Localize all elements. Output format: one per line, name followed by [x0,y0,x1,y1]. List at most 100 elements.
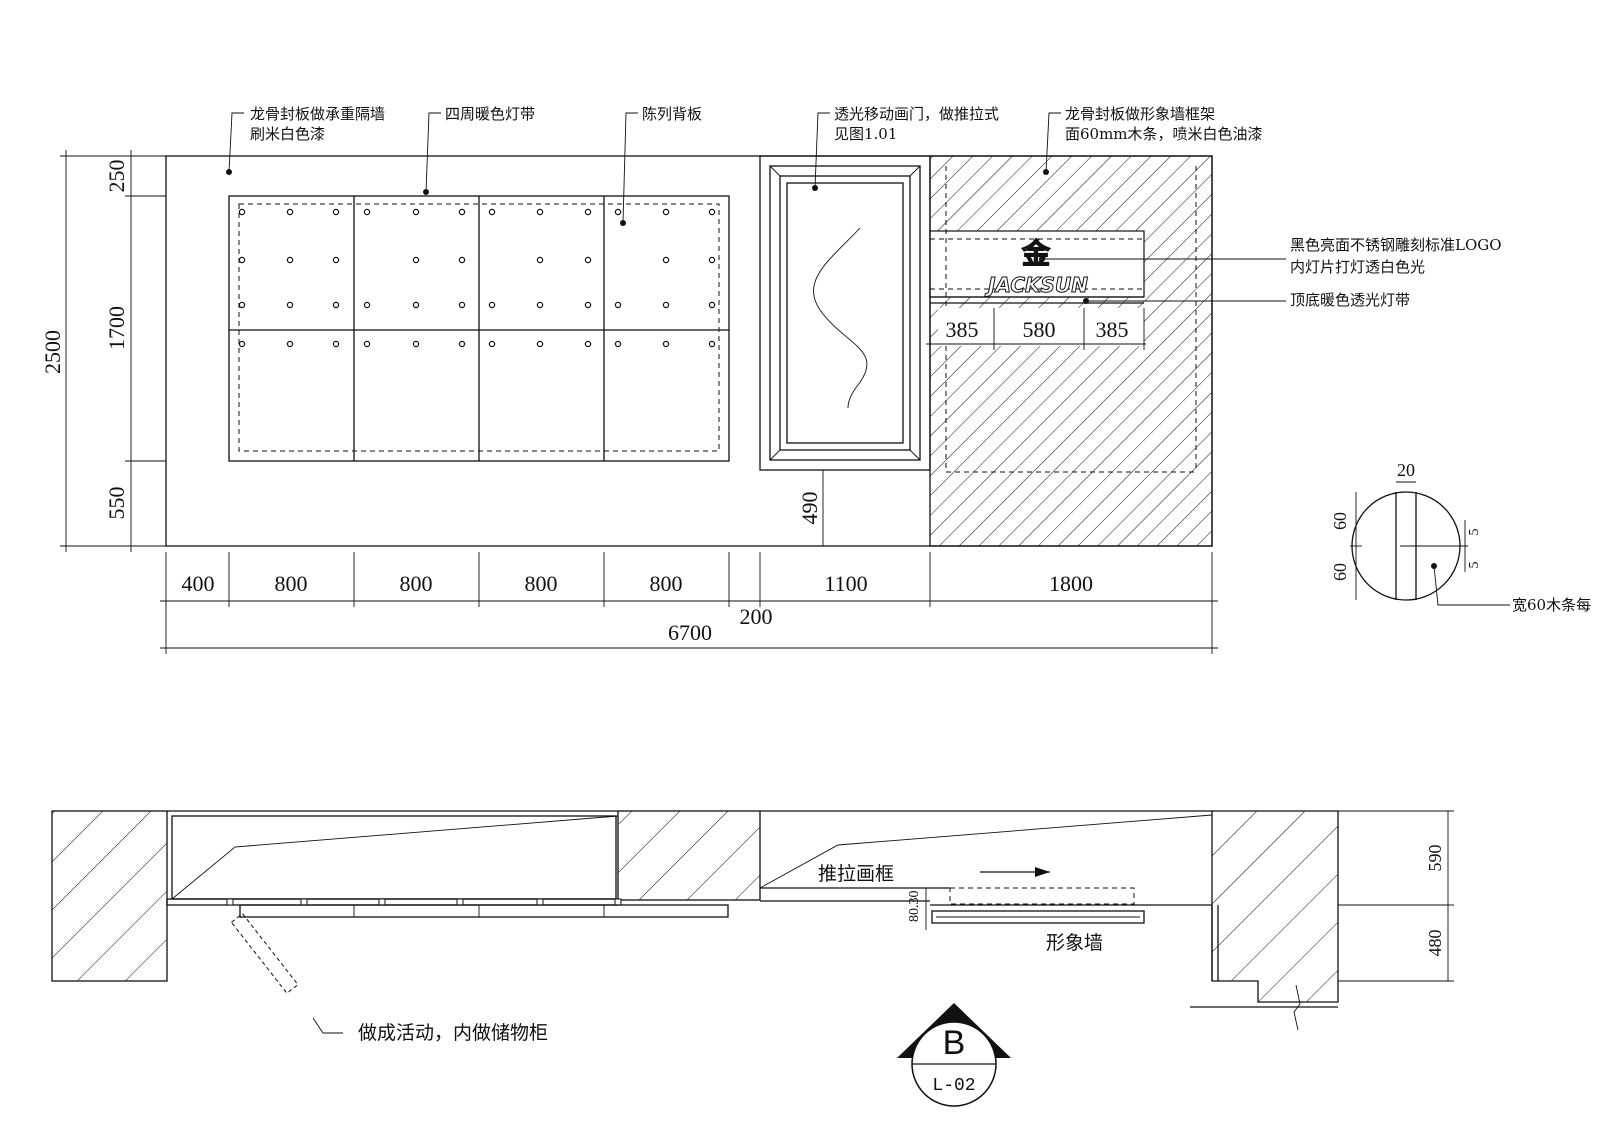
sliding-frame-label: 推拉画框 [818,863,894,885]
logo-text: JACKSUN [984,273,1088,297]
plan-stud [536,898,544,906]
panel-stud [286,301,294,309]
panel-stud [536,301,544,309]
plan-wall-middle [617,810,761,901]
image-wall-note-2: 面60mm木条，喷米白色油漆 [1065,125,1263,143]
panel-stud [458,340,466,348]
plan-studs [226,898,622,906]
panel-stud [614,208,622,216]
sliding-door-note-1: 透光移动画门，做推拉式 [834,105,999,123]
dim-h-7: 1800 [1049,571,1093,596]
panel-stud [662,340,670,348]
partition-wall-note-1: 龙骨封板做承重隔墙 [250,105,385,123]
partition-wall-note-2: 刷米白色漆 [250,125,325,143]
plan-cabinet [171,815,617,900]
panel-stud [332,208,340,216]
dim-h-6: 1100 [824,571,867,596]
logo-dim-right: 385 [1096,317,1129,342]
panel-stud [536,208,544,216]
dim-h-1: 800 [275,571,308,596]
detail-dim-lower: 60 [1330,563,1350,581]
detail-dim-width: 20 [1397,460,1415,480]
dim-middle: 1700 [104,306,129,350]
elevation-view: 金 JACKSUN [40,105,1502,654]
dim-h-4: 800 [650,571,683,596]
detail-note: 宽60木条每 [1512,596,1591,614]
logo-dim-left: 385 [946,317,979,342]
panel-stud [708,256,716,264]
panel-stud [708,301,716,309]
plan-dim-lower: 480 [1425,930,1445,957]
image-wall-plan [931,910,1145,924]
plan-dim-offset: 80.30 [907,891,922,923]
dim-bottom: 550 [104,487,129,520]
logo-dim-middle: 580 [1023,317,1056,342]
sliding-door [779,175,911,451]
jacksun-logo: 金 JACKSUN [984,236,1089,297]
panel-stud [332,256,340,264]
plan-view: 做成活动，内做储物柜 推拉画框 形象墙 80.30 590 480 [51,810,1454,1044]
panel-stud [614,301,622,309]
svg-text:金: 金 [1021,237,1051,270]
panel-stud [412,208,420,216]
section-marker: B L-02 [897,1003,1011,1107]
plan-stud [614,898,622,906]
image-wall-label: 形象墙 [1046,932,1103,954]
panel-stud [458,208,466,216]
panel-stud [708,340,716,348]
panel-stud [584,208,592,216]
panel-stud [286,208,294,216]
panel-stud [286,340,294,348]
panel-stud [332,340,340,348]
panel-stud [662,256,670,264]
panel-stud [488,340,496,348]
panel-stud [363,340,371,348]
panel-stud [662,301,670,309]
panel-stud [536,340,544,348]
plan-stud [300,898,308,906]
panel-stud [363,208,371,216]
sliding-door-note-2: 见图1.01 [834,125,897,143]
dim-h-2: 800 [400,571,433,596]
plan-wall-right [1211,810,1339,1003]
panel-stud [488,208,496,216]
display-backboard-note: 陈列背板 [642,105,702,123]
panel-stud [458,256,466,264]
panel-stud [488,301,496,309]
door-opening [759,155,931,471]
logo-note-2: 内灯片打灯透白色光 [1290,258,1425,276]
panel-stud [584,301,592,309]
panel-stud [412,340,420,348]
plan-dim-upper: 590 [1425,845,1445,872]
horizontal-dimensions [160,552,1218,654]
panel-stud [363,301,371,309]
detail-dim-gap-2: 5 [1467,562,1482,569]
logo-note-1: 黑色亮面不锈钢雕刻标准LOGO [1290,236,1502,254]
leader-lines [226,112,1286,304]
panel-stud [584,340,592,348]
dim-top: 250 [104,160,129,193]
panel-stud [412,301,420,309]
panel-stud [238,256,246,264]
plan-stud [226,898,234,906]
panel-stud [614,340,622,348]
plan-wall-left [51,810,168,982]
swing-panel [230,912,299,994]
dim-h-5: 200 [740,604,773,629]
image-wall-note-1: 龙骨封板做形象墙框架 [1065,105,1215,123]
door-art-curve [813,227,868,409]
dim-h-3: 800 [525,571,558,596]
panel-stud [412,256,420,264]
section-letter: B [943,1024,966,1062]
wood-strip-detail: 20 60 60 5 5 宽60木条每 [1330,460,1591,614]
light-strip-note: 四周暖色灯带 [445,105,535,123]
plan-stud [378,898,386,906]
top-bottom-strip-note: 顶底暖色透光灯带 [1290,291,1410,309]
dim-total-width: 6700 [668,620,712,645]
dim-h-0: 400 [182,571,215,596]
panel-stud [332,301,340,309]
panel-stud [286,256,294,264]
panel-stud [238,301,246,309]
panel-studs [238,208,716,348]
